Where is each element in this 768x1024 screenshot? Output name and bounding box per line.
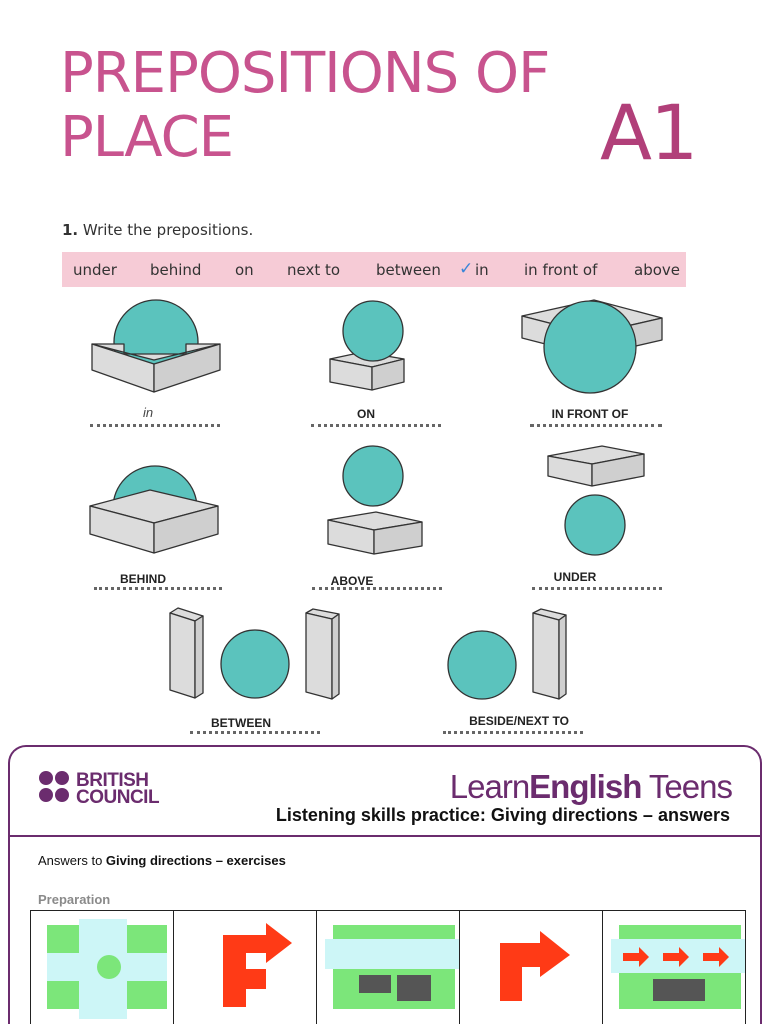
figure-above <box>327 445 423 555</box>
figure-in <box>91 299 221 393</box>
title-line-2: PLACE <box>60 105 234 170</box>
figure-on <box>329 300 405 391</box>
word-bank-item: next to <box>287 261 341 279</box>
exercise-instruction: 1. Write the prepositions. <box>62 221 253 239</box>
table-cell <box>460 911 603 1024</box>
header-divider <box>10 835 760 837</box>
answer-line <box>312 587 442 590</box>
checkmark-icon: ✓ <box>459 259 474 279</box>
worksheet-title: PREPOSITIONS OF PLACE <box>60 41 550 170</box>
answer-line <box>532 587 662 590</box>
answer-7: BETWEEN <box>211 716 271 730</box>
second-right-turn-icon <box>223 923 292 1007</box>
answer-line <box>90 424 220 427</box>
exercise-instruction-text: Write the prepositions. <box>82 221 254 239</box>
answer-1: in <box>142 405 154 420</box>
learnenglish-teens-logo: LearnEnglish Teens <box>449 768 733 806</box>
word-bank-item: under <box>73 261 117 279</box>
word-bank-item: between <box>376 261 441 279</box>
answer-8: BESIDE/NEXT TO <box>469 714 569 728</box>
answer-5: ABOVE <box>330 574 374 588</box>
answer-3: IN FRONT OF <box>551 407 629 421</box>
document-subtitle: Listening skills practice: Giving direct… <box>275 805 730 825</box>
table-cell <box>317 911 460 1024</box>
intro-bold: Giving directions – exercises <box>105 853 286 868</box>
brand-bold: English <box>529 768 642 805</box>
figure-behind <box>89 465 219 554</box>
level-badge: A1 <box>600 88 698 177</box>
answer-line <box>190 731 320 734</box>
word-bank-item: in <box>475 261 489 279</box>
word-bank-item: above <box>634 261 680 279</box>
british-council-wordmark: BRITISH COUNCIL <box>76 770 160 808</box>
word-bank-item: on <box>235 261 254 279</box>
table-cell <box>603 911 747 1024</box>
answer-line <box>94 587 222 590</box>
one-way-street-icon <box>611 925 745 1009</box>
table-cell <box>174 911 317 1024</box>
intro-prefix: Answers to <box>38 853 106 868</box>
answer-4: BEHIND <box>119 572 167 586</box>
logo-line-1: BRITISH <box>76 770 149 791</box>
figure-under <box>547 445 645 556</box>
title-line-1: PREPOSITIONS OF <box>60 41 550 106</box>
answer-line <box>443 731 583 734</box>
right-turn-icon <box>500 931 570 1001</box>
word-bank-item: in front of <box>524 261 598 279</box>
figure-between <box>169 607 340 700</box>
exercise-number: 1. <box>62 221 79 239</box>
preposition-illustrations: .box { fill: #dcdcdc; stroke: #333; stro… <box>89 299 663 700</box>
section-heading: Preparation <box>38 892 111 907</box>
word-bank: under behind on next to between ✓ in in … <box>62 252 686 287</box>
brand-tail: Teens <box>641 768 733 805</box>
direction-icons-table <box>30 910 746 1024</box>
word-bank-item: behind <box>150 261 202 279</box>
answer-2: ON <box>357 407 375 421</box>
british-council-logo-icon <box>39 771 69 802</box>
figure-in-front-of <box>521 299 663 394</box>
answer-line <box>530 424 662 427</box>
brand-light: Learn <box>449 768 530 805</box>
answer-6: UNDER <box>553 570 597 584</box>
intro-text: Answers to Giving directions – exercises <box>38 853 286 868</box>
building-street-icon <box>325 925 459 1009</box>
logo-line-2: COUNCIL <box>76 787 160 808</box>
roundabout-icon <box>47 919 167 1019</box>
figure-beside <box>447 608 567 700</box>
answer-line <box>311 424 441 427</box>
table-cell <box>31 911 174 1024</box>
